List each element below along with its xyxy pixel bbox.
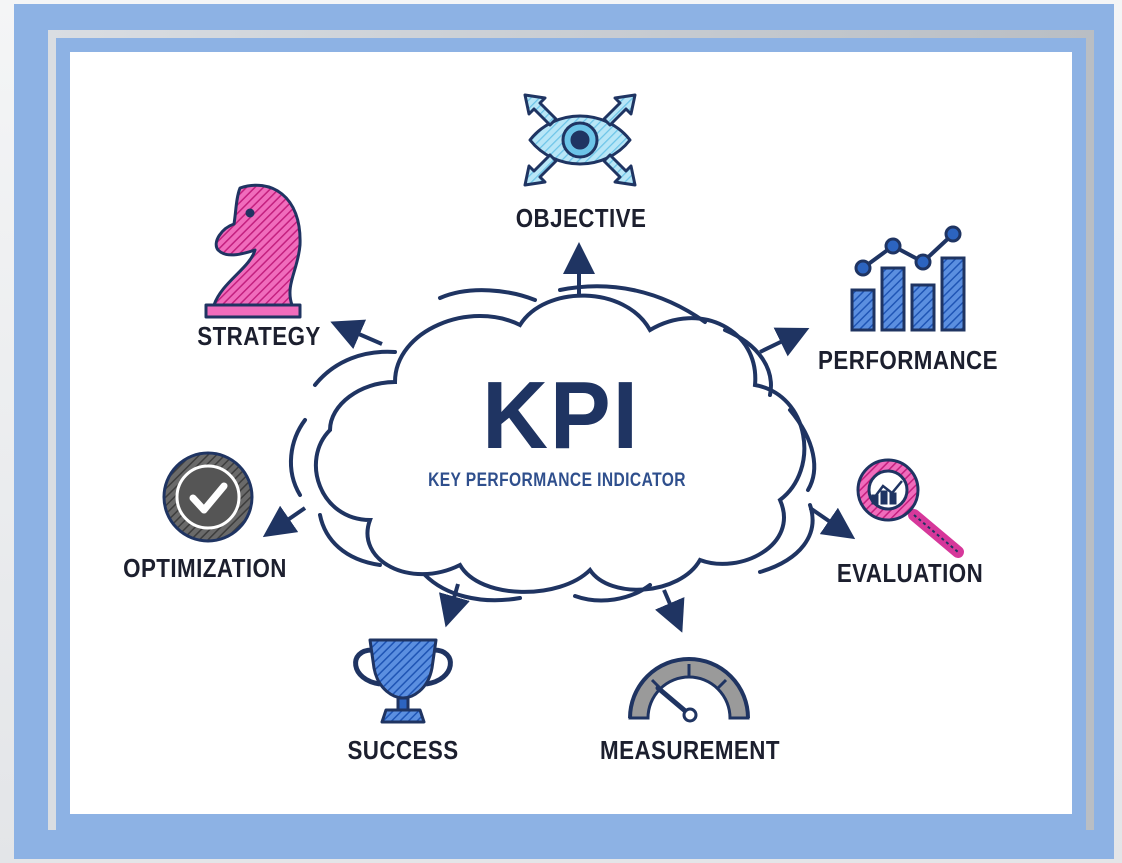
connector-arrows [262,242,856,633]
kpi-cloud [288,284,817,603]
eye-arrows-icon [523,93,637,187]
arrow-measurement [654,589,685,633]
label-evaluation: EVALUATION [836,558,984,588]
kpi-subtitle: KEY PERFORMANCE INDICATOR [428,470,686,491]
label-success: SUCCESS [347,735,459,765]
arrow-success [439,583,470,628]
arrow-performance [759,327,810,357]
arrow-strategy [330,319,383,350]
gauge-icon [628,657,750,723]
line-bar-chart-icon [850,225,966,332]
label-measurement: MEASUREMENT [600,735,780,765]
label-performance: PERFORMANCE [818,345,998,375]
arrow-optimization [262,505,307,538]
label-strategy: STRATEGY [197,321,321,351]
kpi-title: KPI [482,362,640,469]
label-objective: OBJECTIVE [515,203,647,233]
trophy-icon [353,638,453,724]
label-optimization: OPTIMIZATION [123,553,287,583]
magnifier-icon [856,458,964,558]
chess-knight-icon [204,183,302,319]
checkmark-circle-icon [162,451,254,543]
arrow-evaluation [808,506,856,540]
